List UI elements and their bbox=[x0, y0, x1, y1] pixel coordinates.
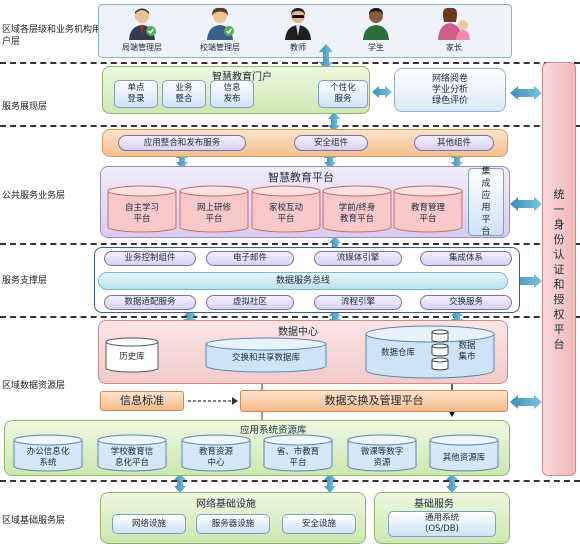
data-warehouse[interactable]: 数据仓库 bbox=[380, 347, 415, 358]
support-data-bus[interactable]: 数据服务总线 bbox=[98, 272, 508, 290]
layer-label-public: 公共服务业务层 bbox=[2, 191, 66, 201]
platform-title: 智慧教育平台 bbox=[268, 171, 334, 184]
layer-label-infra: 区域基础服务层 bbox=[2, 516, 66, 526]
layer-label-user: 区域各层级和业务机构用户层 bbox=[2, 25, 102, 47]
user-label-teacher: 教师 bbox=[290, 43, 306, 52]
platform-self-learning[interactable]: 自主学习 平台 bbox=[124, 203, 159, 224]
resource-office[interactable]: 办公信息化 系统 bbox=[26, 447, 70, 468]
resource-panel bbox=[4, 420, 510, 476]
student-avatar-icon bbox=[363, 8, 389, 40]
data-mart[interactable]: 数据 集市 bbox=[458, 341, 476, 362]
component-app-integration[interactable]: 应用整合和发布服务 bbox=[118, 135, 246, 151]
portal-personalized[interactable]: 个性化 服务 bbox=[318, 80, 368, 108]
support-workflow[interactable]: 流程引擎 bbox=[314, 295, 402, 310]
infra-server[interactable]: 服务器设施 bbox=[196, 514, 270, 534]
user-label-school: 校端管理层 bbox=[200, 43, 240, 52]
support-virtual-community[interactable]: 虚拟社区 bbox=[206, 295, 294, 310]
component-other[interactable]: 其他组件 bbox=[414, 135, 494, 151]
platform-home-school[interactable]: 家校互动 平台 bbox=[268, 203, 303, 224]
resource-edu-center[interactable]: 教育资源 中心 bbox=[198, 447, 233, 468]
resource-other[interactable]: 其他资源库 bbox=[442, 452, 486, 463]
user-school: 校端管理层 bbox=[190, 6, 250, 53]
basic-service-title: 基础服务 bbox=[414, 499, 454, 510]
school-manager-avatar-icon bbox=[207, 7, 234, 40]
user-student: 学生 bbox=[346, 6, 406, 53]
user-label-parent: 家长 bbox=[446, 43, 462, 52]
infra-network[interactable]: 网络设施 bbox=[112, 514, 186, 534]
manager-avatar-icon bbox=[129, 8, 156, 40]
parent-avatar-icon bbox=[438, 7, 470, 40]
user-parent: 家长 bbox=[424, 6, 484, 53]
platform-online-training[interactable]: 网上研修 平台 bbox=[196, 203, 231, 224]
user-bureau: 局端管理层 bbox=[112, 6, 172, 53]
resource-provincial[interactable]: 省、市教育 平台 bbox=[276, 447, 320, 468]
data-exchange-platform[interactable]: 数据交换及管理平台 bbox=[240, 390, 508, 412]
infra-security[interactable]: 安全设施 bbox=[282, 514, 356, 534]
portal-title: 智慧教育门户 bbox=[212, 72, 272, 83]
resource-school-platform[interactable]: 学校教育信 息化平台 bbox=[110, 447, 154, 468]
auth-platform-label: 统一身份认证和授权平台 bbox=[553, 187, 565, 351]
support-exchange[interactable]: 交换服务 bbox=[420, 295, 512, 310]
resource-title: 应用系统资源库 bbox=[240, 425, 307, 436]
support-biz-control[interactable]: 业务控制组件 bbox=[104, 251, 196, 266]
user-label-bureau: 局端管理层 bbox=[122, 43, 162, 52]
data-history-db[interactable]: 历史库 bbox=[119, 351, 145, 362]
info-standard[interactable]: 信息标准 bbox=[100, 391, 184, 411]
data-center-title: 数据中心 bbox=[278, 327, 318, 338]
platform-preschool-lifelong[interactable]: 学前/终身 教育平台 bbox=[338, 203, 376, 224]
portal-info-release[interactable]: 信息 发布 bbox=[210, 80, 254, 108]
resource-microcourse[interactable]: 微课等数字 资源 bbox=[360, 447, 404, 468]
portal-business-integration[interactable]: 业务 整合 bbox=[162, 80, 206, 108]
support-streaming[interactable]: 流媒体引擎 bbox=[314, 251, 402, 266]
auth-platform[interactable]: 统一身份认证和授权平台 bbox=[542, 62, 576, 476]
support-email[interactable]: 电子邮件 bbox=[206, 251, 294, 266]
platform-integration-app[interactable]: 集成应用平台 bbox=[468, 167, 504, 237]
component-security[interactable]: 安全组件 bbox=[294, 135, 368, 151]
support-data-adapter[interactable]: 数据适配服务 bbox=[104, 295, 196, 310]
layer-label-support: 服务支撑层 bbox=[2, 276, 48, 286]
support-integration[interactable]: 集成体系 bbox=[420, 251, 512, 266]
network-infra-title: 网络基础设施 bbox=[196, 499, 256, 510]
user-teacher: 教师 bbox=[268, 6, 328, 53]
teacher-avatar-icon bbox=[285, 8, 311, 40]
data-exchange-db[interactable]: 交换和共享数据库 bbox=[231, 352, 300, 363]
layer-label-presentation: 服务展现层 bbox=[2, 102, 48, 112]
portal-side-box[interactable]: 网络阅卷 学业分析 绿色评价 bbox=[394, 68, 506, 112]
portal-sso[interactable]: 单点 登录 bbox=[114, 80, 158, 108]
infra-general-system[interactable]: 通用系统 (OS/DB) bbox=[388, 511, 496, 537]
layer-label-data: 区域数据资源层 bbox=[2, 381, 66, 391]
user-label-student: 学生 bbox=[368, 43, 384, 52]
platform-edu-management[interactable]: 教育管理 平台 bbox=[410, 203, 445, 224]
